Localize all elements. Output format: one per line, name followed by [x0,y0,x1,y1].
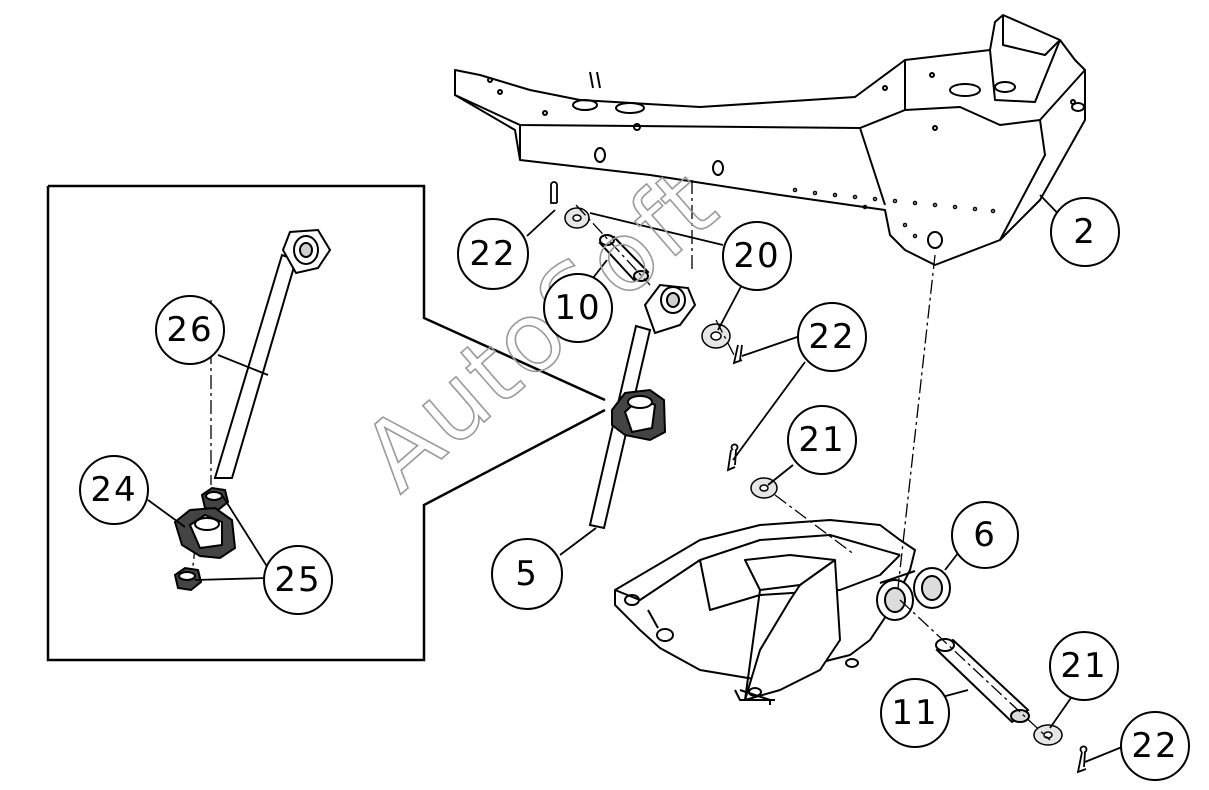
washer-21-lower [1033,724,1063,746]
callout-6: 6 [951,501,1019,569]
callout-21-middle: 21 [787,405,857,475]
callout-22-middle-label: 22 [808,317,855,357]
callout-26-label: 26 [166,310,213,350]
callout-10: 10 [543,273,613,343]
upper-frame-part [454,14,1086,266]
rod-assembly-5 [588,283,697,530]
callout-20-label: 20 [733,236,780,276]
callout-20: 20 [722,221,792,291]
washer-20-lower [701,323,731,349]
inset-knob-24 [173,506,237,560]
callout-22-upper-left-label: 22 [469,234,516,274]
callout-21-middle-label: 21 [798,420,845,460]
callout-5: 5 [491,538,563,610]
pin-11 [935,638,1030,724]
callout-26: 26 [155,295,225,365]
callout-11-label: 11 [891,693,938,733]
callout-2: 2 [1050,197,1120,267]
callout-24: 24 [79,455,149,525]
detail-inset [46,184,606,662]
inset-rod-26 [213,228,332,479]
callout-22-lower-right-label: 22 [1131,726,1178,766]
callout-25: 25 [263,545,333,615]
callout-5-label: 5 [515,554,539,594]
callout-21-lower-label: 21 [1060,646,1107,686]
watermark-text: AutoSoft [342,147,739,513]
cotter-pins-22 [550,181,1088,774]
callout-11: 11 [880,678,950,748]
callout-24-label: 24 [90,470,137,510]
callout-6-label: 6 [973,515,997,555]
callout-21-lower: 21 [1049,631,1119,701]
callout-22-lower-right: 22 [1120,711,1190,781]
pivot-bracket-part [614,519,951,705]
callout-25-label: 25 [274,560,321,600]
inset-nut-25-lower [173,566,203,592]
callout-22-upper-left: 22 [457,218,529,290]
callout-2-label: 2 [1073,212,1097,252]
callout-22-middle: 22 [797,302,867,372]
callout-10-label: 10 [554,288,601,328]
